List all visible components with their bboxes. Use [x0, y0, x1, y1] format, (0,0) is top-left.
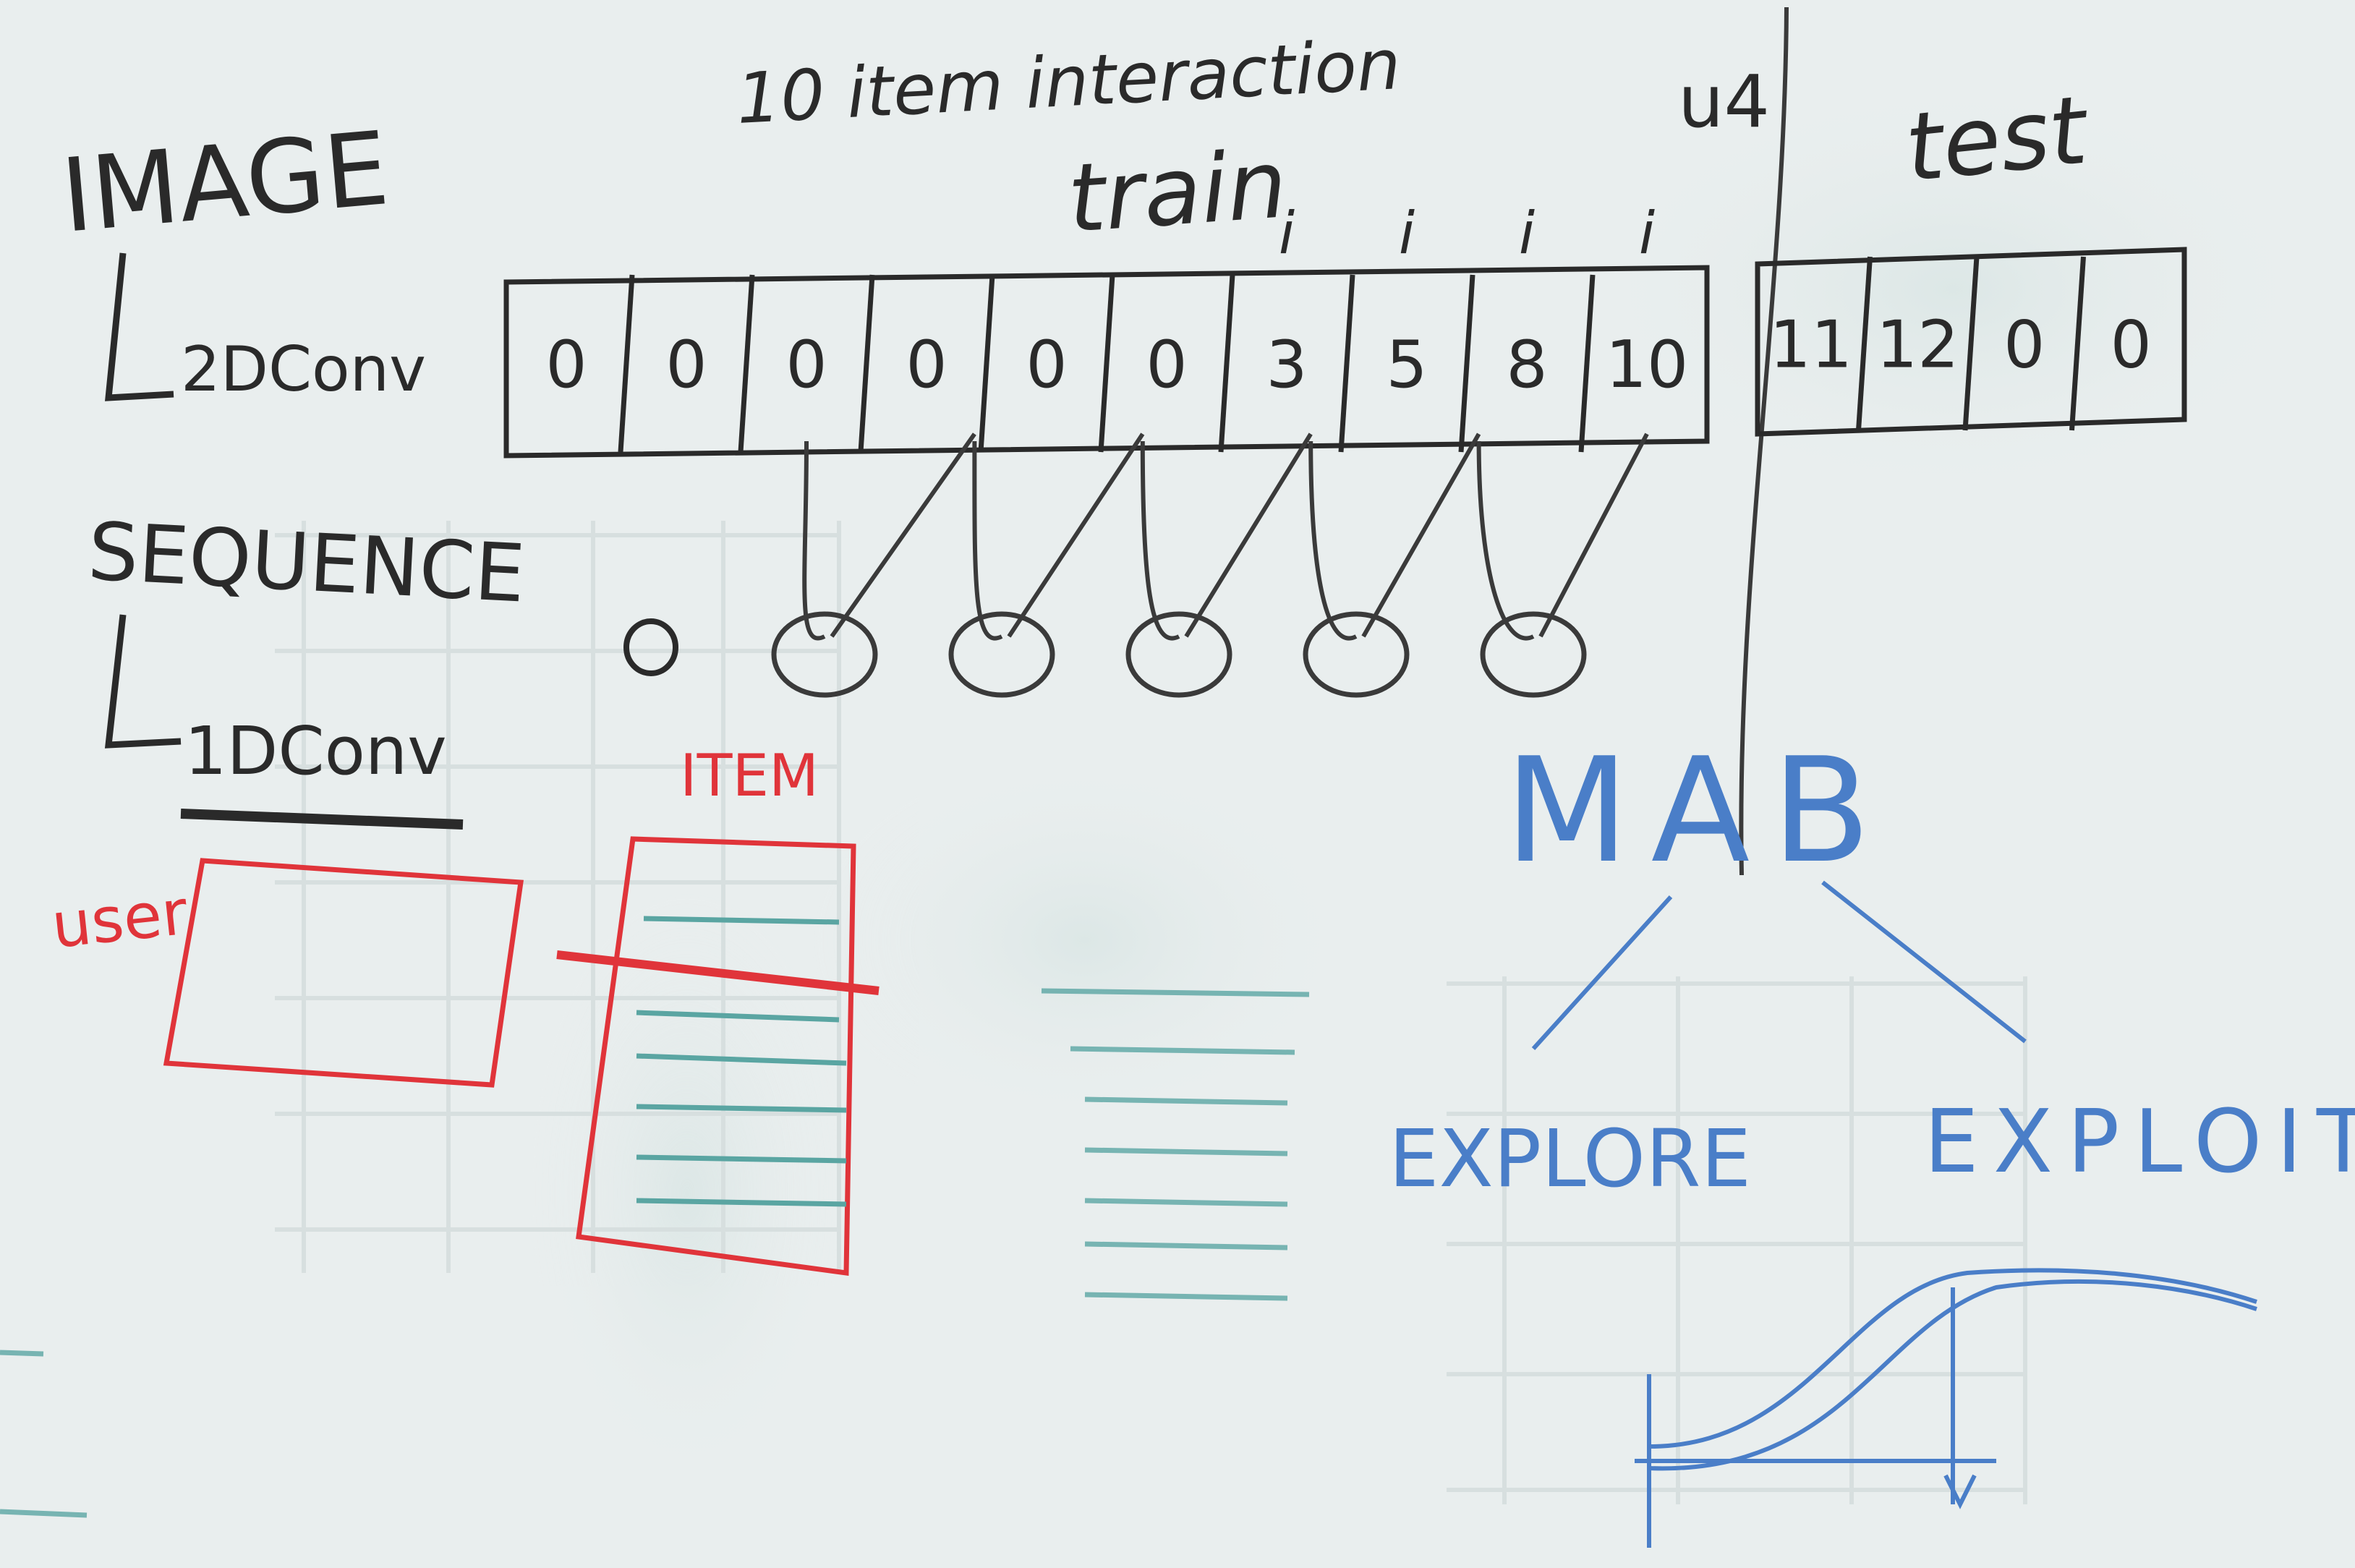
title-text: 10 item interaction — [734, 24, 1402, 140]
conv2d-label: 2DConv — [181, 333, 426, 406]
user-label: user — [48, 877, 192, 963]
train-cell-divider — [1578, 274, 1596, 453]
conv-link — [1476, 440, 1535, 641]
conv1d-label: 1DConv — [184, 712, 447, 790]
conv-connections — [802, 433, 1649, 641]
test-label: test — [1900, 74, 2094, 203]
test-cell: 0 — [2003, 307, 2045, 383]
output-node — [1125, 611, 1232, 698]
item-divider — [556, 950, 880, 995]
train-cell-divider — [978, 274, 995, 453]
mab-branch-left — [1531, 895, 1673, 1051]
exploit-label: EXPLOIT — [1924, 1092, 2355, 1193]
train-cell: 8 — [1506, 327, 1547, 403]
user-matrix-outline — [163, 858, 524, 1088]
train-cell: 3 — [1266, 327, 1307, 403]
interaction-mark: i — [1399, 200, 1415, 267]
mab-branch-right — [1821, 880, 2027, 1044]
item-matrix-outline — [576, 836, 856, 1276]
train-label: train — [1065, 129, 1290, 254]
train-cell: 0 — [545, 327, 587, 403]
conv-link — [1538, 433, 1649, 638]
conv-link — [1184, 433, 1313, 638]
conv-link — [1140, 440, 1180, 641]
test-outline — [1755, 247, 2187, 437]
mab-section: MAB EXPLORE EXPLOIT — [1389, 727, 2355, 1548]
interaction-mark: i — [1279, 200, 1295, 267]
output-node — [948, 611, 1055, 698]
test-cell-divider — [2069, 256, 2086, 431]
train-cell-divider — [1098, 274, 1115, 453]
train-cell-divider — [1218, 274, 1235, 453]
mab-title: MAB — [1504, 727, 1893, 895]
train-cell-divider — [618, 274, 635, 453]
mab-curve-plot — [1635, 1268, 2257, 1548]
train-cell: 0 — [1026, 327, 1067, 403]
explore-label: EXPLORE — [1389, 1112, 1751, 1205]
train-cell-divider — [1338, 274, 1355, 453]
image-arrow — [104, 252, 174, 401]
conv-link — [802, 440, 826, 641]
image-label: IMAGE — [57, 110, 393, 256]
test-cell: 0 — [2111, 307, 2152, 383]
test-cell-divider — [1962, 256, 1980, 431]
train-sequence-row: 0 0 0 0 0 0 3 5 8 10 — [503, 265, 1710, 459]
sequence-label: SEQUENCE — [86, 505, 527, 620]
train-cell: 0 — [1146, 327, 1187, 403]
train-outline — [503, 265, 1710, 459]
train-cell: 0 — [785, 327, 827, 403]
conv-link — [1007, 433, 1145, 638]
conv-link — [1361, 433, 1481, 638]
train-cell: 5 — [1386, 327, 1427, 403]
train-cell-divider — [738, 274, 755, 453]
conv1d-underline — [180, 809, 464, 830]
train-cell: 0 — [665, 327, 707, 403]
conv-link — [1308, 440, 1358, 641]
test-cell: 11 — [1769, 307, 1852, 383]
train-cell-divider — [1458, 274, 1475, 453]
output-nodes — [623, 611, 1587, 698]
item-label: ITEM — [680, 742, 819, 809]
output-node — [623, 618, 678, 676]
train-cell: 0 — [906, 327, 947, 403]
train-cell-divider — [858, 274, 875, 453]
output-node — [1303, 611, 1410, 698]
ghost-marks — [275, 72, 2329, 1504]
conv-link — [830, 433, 976, 638]
test-cell: 12 — [1876, 307, 1959, 383]
sequence-arrow — [104, 614, 182, 749]
conv-link — [972, 440, 1003, 641]
train-cell: 10 — [1606, 327, 1689, 403]
output-node — [1480, 611, 1587, 698]
split-label: u4 — [1678, 59, 1770, 144]
test-cell-divider — [1856, 256, 1873, 431]
interaction-mark: i — [1519, 200, 1535, 267]
user-item-matrix: user ITEM — [0, 742, 1310, 1518]
interaction-mark: i — [1639, 200, 1655, 267]
output-node — [771, 611, 878, 698]
